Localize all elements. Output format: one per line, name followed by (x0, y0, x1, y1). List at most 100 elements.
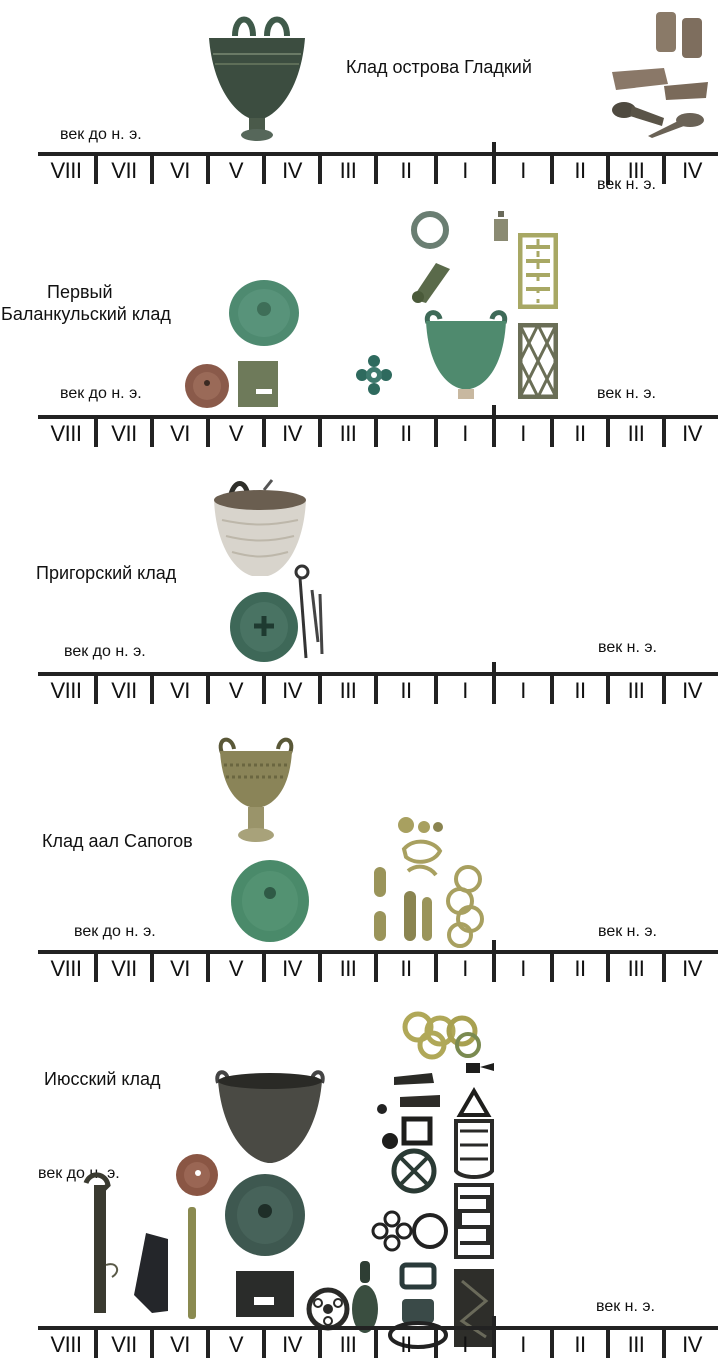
mirror-icon (228, 279, 300, 347)
hoard-title: Клад аал Сапогов (42, 830, 193, 852)
mirror-icon (230, 859, 310, 943)
timeline-label: VII (98, 157, 150, 185)
timeline-label: V (210, 420, 262, 448)
rings-icon (438, 863, 488, 949)
hoard-panel-gladkiy: Клад острова Гладкий век до н. э. VIII V… (0, 0, 718, 195)
timeline-label: I (438, 955, 492, 983)
phalera-icon (184, 363, 230, 409)
era-ce-label: век н. э. (597, 385, 656, 403)
knife-icon (608, 8, 713, 138)
timeline-label: II (378, 955, 434, 983)
timeline-label: III (322, 677, 374, 705)
pin-icon (184, 1205, 200, 1321)
timeline-label: I (496, 157, 550, 185)
timeline-label: I (438, 157, 492, 185)
era-bce-label: век до н. э. (64, 643, 146, 661)
timeline-label: VI (154, 1331, 206, 1359)
hoard-panel-balankul: Первый Баланкульский клад (0, 195, 718, 460)
timeline-label: VIII (38, 157, 94, 185)
cross-pendant-icon (354, 353, 394, 401)
timeline-label: IV (266, 157, 318, 185)
era-ce-label: век н. э. (598, 923, 657, 941)
timeline-axis: VIII VII VI V IV III II I I II III IV (38, 950, 718, 984)
plaque-icon (236, 359, 280, 409)
era-bce-label: век до н. э. (74, 923, 156, 941)
timeline-label: VII (98, 1331, 150, 1359)
bell-icon (492, 211, 510, 243)
buckles-icon (370, 1059, 452, 1349)
timeline-label: III (322, 420, 374, 448)
timeline-line (38, 950, 718, 954)
timeline-label: IV (666, 677, 718, 705)
timeline-label: III (322, 955, 374, 983)
timeline-label: III (322, 157, 374, 185)
timeline-label: IV (666, 955, 718, 983)
buckle-plaque-icon (518, 323, 558, 399)
timeline-label: VIII (38, 1331, 94, 1359)
timeline-label: IV (266, 955, 318, 983)
timeline-axis: VIII VII VI V IV III II I I II III IV (38, 415, 718, 449)
timeline-axis: VIII VII VI V IV III II I I II III IV (38, 1326, 718, 1360)
timeline-line (38, 1326, 718, 1330)
timeline-label: IV (666, 420, 718, 448)
wheel-ornament-icon (306, 1287, 350, 1331)
timeline-label: II (554, 955, 606, 983)
timeline-label: I (438, 1331, 492, 1359)
pendants-icon (368, 861, 438, 947)
timeline-label: VI (154, 677, 206, 705)
timeline-label: IV (266, 1331, 318, 1359)
timeline-label: VII (98, 955, 150, 983)
era-ce-label: век н. э. (596, 1298, 655, 1316)
hoard-panel-aal-sapogov: Клад аал Сапогов век до н. э. век н. э. … (0, 725, 718, 995)
timeline-label: VI (154, 955, 206, 983)
plaque-icon (234, 1269, 296, 1319)
timeline-label: IV (266, 420, 318, 448)
buckle-plaque-icon (518, 233, 558, 309)
timeline-axis: VIII VII VI V IV III II I I II III IV (38, 672, 718, 706)
hoard-title: Первый Баланкульский клад (28, 281, 238, 325)
cauldron-icon (216, 731, 296, 845)
timeline-label: III (322, 1331, 374, 1359)
era-bce-label: век до н. э. (60, 385, 142, 403)
timeline-line (38, 152, 718, 156)
plaques-icon (452, 1061, 496, 1351)
timeline-label: II (378, 157, 434, 185)
timeline-label: VIII (38, 955, 94, 983)
timeline-label: I (438, 420, 492, 448)
timeline-label: I (496, 420, 550, 448)
phalera-icon (174, 1153, 220, 1197)
timeline-label: VII (98, 420, 150, 448)
era-ce-label: век н. э. (598, 639, 657, 657)
timeline-line (38, 415, 718, 419)
timeline-label: II (378, 677, 434, 705)
timeline-label: VI (154, 420, 206, 448)
era-bce-label: век до н. э. (60, 126, 142, 144)
hoard-panel-prigorsk: Пригорский клад век до н. э. век н. э. V… (0, 460, 718, 725)
cauldron-icon (214, 1067, 326, 1167)
era-ce-label: век н. э. (597, 176, 656, 194)
hoard-title: Клад острова Гладкий (346, 56, 532, 78)
cauldron-icon (205, 8, 309, 143)
timeline-label: I (496, 955, 550, 983)
timeline-label: II (378, 420, 434, 448)
timeline-label: IV (266, 677, 318, 705)
timeline-label: VI (154, 157, 206, 185)
timeline-line (38, 672, 718, 676)
timeline-label: III (610, 1331, 662, 1359)
timeline-label: V (210, 955, 262, 983)
hoard-title: Пригорский клад (36, 562, 176, 584)
timeline-label: IV (666, 157, 718, 185)
timeline-label: II (378, 1331, 434, 1359)
axe-icon (78, 1165, 128, 1321)
timeline-label: VIII (38, 420, 94, 448)
rings-icon (400, 1009, 486, 1061)
ring-icon (410, 209, 450, 251)
timeline-label: V (210, 677, 262, 705)
timeline-label: I (438, 677, 492, 705)
timeline-label: IV (666, 1331, 718, 1359)
pendant-icon (406, 255, 458, 307)
timeline-label: I (496, 677, 550, 705)
timeline-label: VII (98, 677, 150, 705)
mirror-icon (224, 1173, 306, 1257)
timeline-label: III (610, 677, 662, 705)
